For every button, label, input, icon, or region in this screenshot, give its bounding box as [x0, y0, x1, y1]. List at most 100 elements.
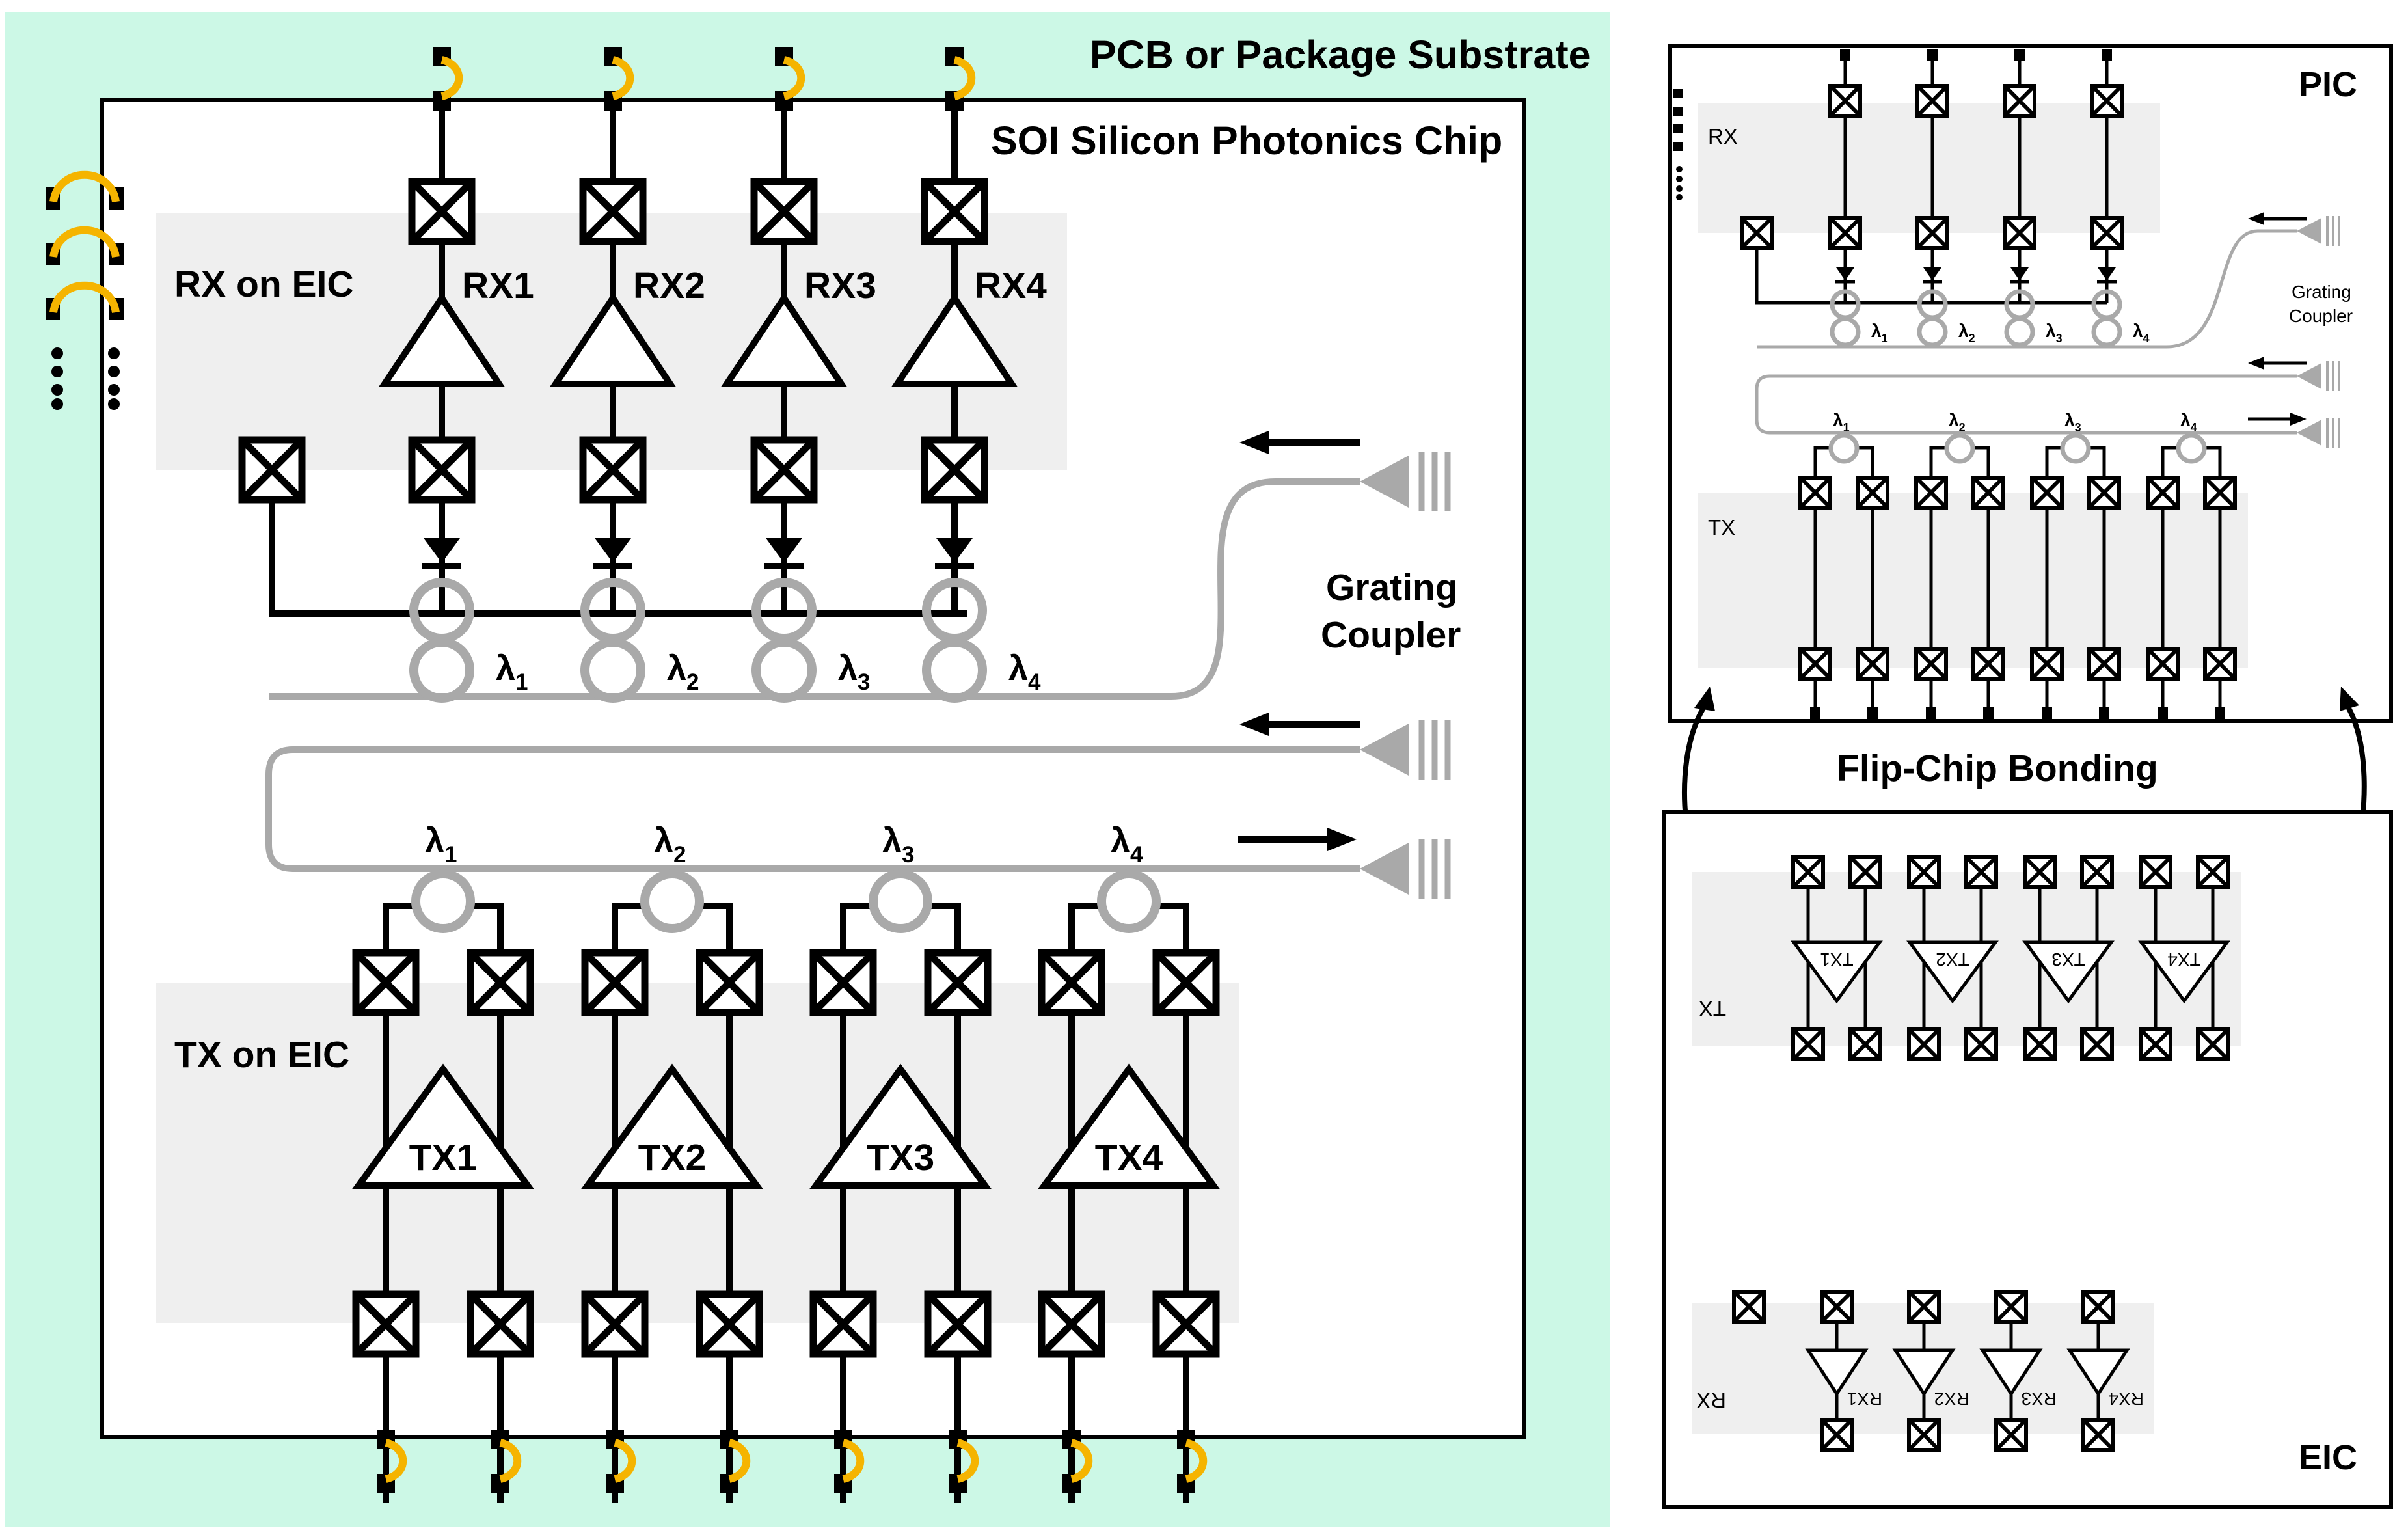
- tx-pad: [356, 953, 416, 1013]
- pic-rx-bottom-pad: [2005, 218, 2035, 248]
- pic-rx-lambda: λ1: [1871, 321, 1888, 345]
- tx-bond-wire: [1177, 1430, 1208, 1493]
- rx-bond-wire: [775, 47, 805, 111]
- pic-rx-ring-lower: [1830, 316, 1861, 347]
- eic-tx-driver: [1791, 940, 1883, 1004]
- eic-tx-label: TX2: [1936, 949, 1969, 970]
- rx-lambda-subscript: 2: [686, 670, 699, 695]
- pic-tx-region: [1698, 493, 2248, 668]
- tx-lambda-lambda: λ: [1111, 821, 1130, 860]
- tx-pad: [928, 1294, 988, 1354]
- tx-lambda-lambda: λ: [654, 821, 673, 860]
- pic-tx-pad: [2032, 649, 2062, 679]
- tx-pad: [1042, 953, 1102, 1013]
- tx-lambda: λ1: [425, 821, 457, 867]
- tx-ring: [640, 869, 704, 933]
- rx-ring-lower: [751, 638, 817, 703]
- eic-rx-label: RX3: [2022, 1389, 2057, 1409]
- rx-bond-wire: [433, 47, 463, 111]
- tx-pad: [699, 953, 759, 1013]
- rx-channel-1: RX1 λ1: [378, 47, 534, 703]
- tx-label: TX3: [867, 1137, 935, 1178]
- tx-lambda-lambda: λ: [882, 821, 902, 860]
- eic-rx-label: RX1: [1847, 1389, 1882, 1409]
- pic-tx-pad: [1916, 478, 1946, 508]
- pic-rx-common-pad: [1742, 218, 1772, 248]
- tx-pad: [813, 1294, 873, 1354]
- pic-tx-lambda-subscript: 3: [2075, 421, 2081, 434]
- edge-bond-wires: [46, 170, 124, 410]
- rx-amplifier: [378, 292, 506, 387]
- eic-tx-driver: [2138, 940, 2230, 1004]
- eic-rx-pad: [1996, 1420, 2026, 1450]
- rx-lambda: λ4: [1008, 649, 1041, 695]
- eic-rx-label: RX4: [2109, 1389, 2144, 1409]
- pic-tx-lambda-subscript: 1: [1843, 421, 1850, 434]
- eic-tx-pad: [2141, 1029, 2171, 1059]
- pic-rx-lambda-subscript: 2: [1969, 332, 1975, 345]
- pic-tx-lambda: λ3: [2064, 410, 2081, 434]
- eic-tx-pad: [1909, 857, 1939, 887]
- rx-lambda: λ2: [667, 649, 699, 695]
- pic-rx-top-pad: [1917, 86, 1947, 116]
- pic-tx-label: TX: [1708, 515, 1735, 539]
- coupler-label-line1: Grating: [1326, 567, 1458, 608]
- pic-rx-lambda: λ4: [2133, 321, 2150, 345]
- tx-pad: [356, 1294, 416, 1354]
- rx-region-label: RX on EIC: [174, 264, 354, 305]
- pic-edge-pads: [1673, 89, 1683, 200]
- pic-bump: [2158, 707, 2168, 719]
- rx-lambda: λ1: [496, 649, 528, 695]
- tx-lambda-subscript: 1: [444, 842, 457, 867]
- tx-bond-wire: [491, 1430, 522, 1493]
- rx-top-pad: [925, 182, 984, 241]
- photodiode-icon: [936, 538, 973, 563]
- grating-coupler-tx-in: [1360, 720, 1451, 780]
- pic-rx-ring-lower: [2004, 316, 2035, 347]
- pic-rx-lambda-lambda: λ: [1958, 321, 1969, 341]
- photodiode-icon: [1923, 267, 1941, 280]
- photodiode-icon: [595, 538, 631, 563]
- light-direction-arrows: [1238, 431, 1360, 851]
- eic-tx-pad: [2082, 857, 2112, 887]
- pic-tx-pad: [2032, 478, 2062, 508]
- pic-rx-lambda: λ3: [2046, 321, 2063, 345]
- eic-tx-pad: [1850, 857, 1880, 887]
- eic-tx-channel-2: TX2: [1906, 857, 1999, 1059]
- rx-label: RX1: [462, 265, 534, 306]
- pic-rx-lambda-lambda: λ: [2133, 321, 2143, 341]
- pic-rx-top-pad: [2005, 86, 2035, 116]
- eic-rx-label: RX2: [1934, 1389, 1969, 1409]
- pic-tx-lambda-lambda: λ: [1833, 410, 1843, 430]
- eic-tx-label: TX4: [2167, 949, 2200, 970]
- eic-rx-pad: [1909, 1292, 1939, 1322]
- pic-rx-lambda-lambda: λ: [1871, 321, 1882, 341]
- tx-ring: [1097, 869, 1161, 933]
- pic-grating-coupler-3: [2297, 418, 2340, 448]
- rx-lambda-subscript: 3: [858, 670, 870, 695]
- tx-label: TX1: [409, 1137, 478, 1178]
- pic-rx-top-pad: [1830, 86, 1860, 116]
- rx-lambda-lambda: λ: [496, 649, 515, 688]
- tx-lambda-lambda: λ: [425, 821, 444, 860]
- photodiode-icon: [424, 538, 460, 563]
- pic-tx-lambda: λ2: [1949, 410, 1966, 434]
- tx-ring: [411, 869, 475, 933]
- pic-tx-pad: [2089, 478, 2119, 508]
- pic-bump: [2014, 49, 2025, 61]
- tx-pad: [928, 953, 988, 1013]
- pic-tx-pad: [2205, 478, 2235, 508]
- pic-tx-pad: [1800, 649, 1830, 679]
- tx-pad: [1042, 1294, 1102, 1354]
- rx-bottom-pad: [412, 440, 472, 500]
- tx-bond-wire: [720, 1430, 751, 1493]
- pic-tx-pad: [2205, 649, 2235, 679]
- rx-lambda-lambda: λ: [1008, 649, 1028, 688]
- pic-grating-coupler-1: [2297, 216, 2340, 246]
- tx-label: TX2: [638, 1137, 707, 1178]
- rx-lambda-subscript: 4: [1028, 670, 1041, 695]
